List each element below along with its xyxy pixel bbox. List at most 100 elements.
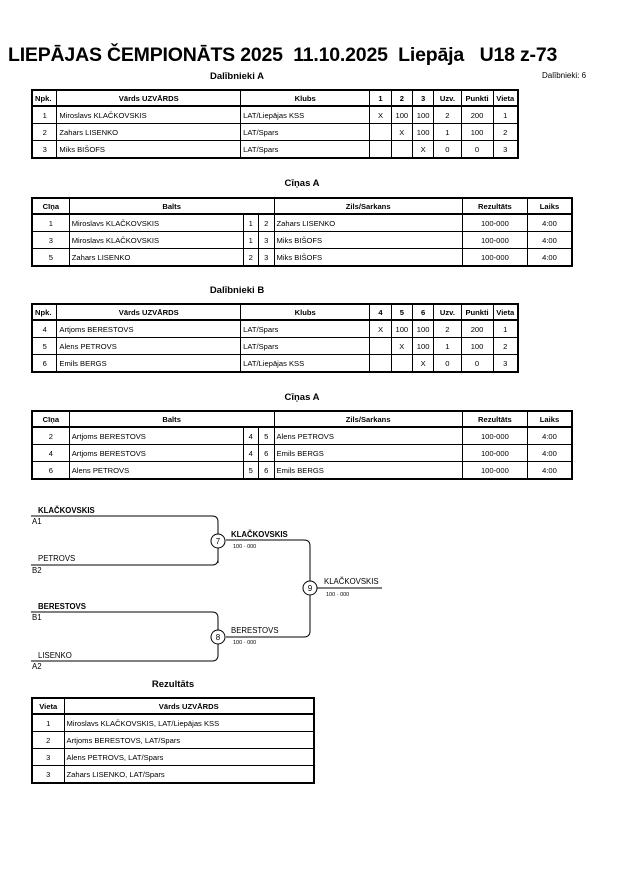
col-header: 6 [411,303,435,321]
cell-place: 2 [492,337,519,355]
cell-points: 100 [460,123,494,141]
bracket-winner: BERESTOVS [231,626,279,635]
participants-a-table: Npk. Vārds UZVĀRDS Klubs 1 2 3 Uzv. Punk… [31,89,519,159]
cell-fight: 5 [31,248,70,267]
col-header: Balts [68,410,275,428]
cell-place: 2 [492,123,519,141]
match-number: 9 [308,584,313,593]
cell-points: 0 [460,354,494,373]
cell-score: X [411,140,435,159]
cell-place: 3 [492,140,519,159]
cell-white: Miroslavs KLAČKOVSKIS [68,231,244,249]
cell-score: X [411,354,435,373]
cell-fight: 2 [31,426,70,445]
cell-result: 100-000 [461,231,528,249]
col-header: Cīņa [31,197,70,215]
table-row: 2 Zahars LISENKO LAT/Spars X 100 1 100 2 [31,123,519,141]
cell-place: 1 [31,713,65,732]
participants-b-table: Npk. Vārds UZVĀRDS Klubs 4 5 6 Uzv. Punk… [31,303,519,373]
cell-white: Zahars LISENKO [68,248,244,267]
fights-b-title: Cīņas A [284,392,320,403]
fights-b-table: Cīņa Balts Zils/Sarkans Rezultāts Laiks … [31,410,573,480]
bracket-score: 100 · 000 [233,544,256,550]
table-row: 1 Miroslavs KLAČKOVSKIS LAT/Liepājas KSS… [31,105,519,124]
cell-place: 3 [492,354,519,373]
results-title: Rezultāts [151,679,195,690]
cell-time: 4:00 [526,461,573,480]
col-header: Npk. [31,303,58,321]
bracket-name: PETROVS [38,554,75,563]
fights-a-table: Cīņa Balts Zils/Sarkans Rezultāts Laiks … [31,197,573,267]
table-row: 4 Artjoms BERESTOVS LAT/Spars X 100 100 … [31,319,519,338]
bracket-name: BERESTOVS [38,602,86,611]
cell-blue: Emils BERGS [273,444,463,462]
table-row: 3 Alens PETROVS, LAT/Spars [31,748,315,766]
cell-fight: 6 [31,461,70,480]
cell-name: Miks BIŠOFS [56,140,242,159]
cell-time: 4:00 [526,444,573,462]
cell-points: 0 [460,140,494,159]
col-header: 3 [411,89,435,107]
col-header: Uzv. [433,89,462,107]
cell-score: 100 [411,337,435,355]
col-header: Klubs [240,303,371,321]
cell-place: 3 [31,748,65,766]
participants-count: Dalībnieki: 6 [542,71,587,80]
col-header: Punkti [460,303,494,321]
page-title: LIEPĀJAS ČEMPIONĀTS 2025 11.10.2025 Liep… [8,44,558,66]
cell-place: 2 [31,731,65,749]
cell-blue: Miks BIŠOFS [273,231,463,249]
col-header: Balts [68,197,275,215]
col-header: Klubs [240,89,371,107]
cell-score: 100 [411,105,435,124]
col-header: Laiks [526,410,573,428]
col-header: Vārds UZVĀRDS [63,697,315,715]
col-header: Laiks [526,197,573,215]
bracket-name: KLAČKOVSKIS [38,506,95,515]
col-header: Vieta [492,303,519,321]
match-badge [210,533,226,549]
table-row: 4 Artjoms BERESTOVS 4 6 Emils BERGS 100-… [31,444,573,462]
table-row: 5 Zahars LISENKO 2 3 Miks BIŠOFS 100-000… [31,248,573,267]
table-row: 1 Miroslavs KLAČKOVSKIS 1 2 Zahars LISEN… [31,213,573,232]
cell-white: Alens PETROVS [68,461,244,480]
col-header: Vieta [31,697,65,715]
cell-time: 4:00 [526,231,573,249]
bracket-score: 100 · 000 [233,640,256,646]
cell-club: LAT/Spars [240,123,371,141]
bracket-line [226,539,311,630]
bracket-seed: B2 [32,566,42,575]
cell-name: Artjoms BERESTOVS, LAT/Spars [63,731,315,749]
results-table: Vieta Vārds UZVĀRDS 1 Miroslavs KLAČKOVS… [31,697,315,784]
match-number: 8 [216,633,221,642]
col-header: Rezultāts [461,410,528,428]
col-header: 2 [390,89,413,107]
bracket-line [31,515,219,563]
col-header: Uzv. [433,303,462,321]
fights-a-title: Cīņas A [284,178,320,189]
participants-b-title: Dalībnieki B [209,285,265,296]
cell-place: 3 [31,765,65,784]
cell-name: Emils BERGS [56,354,242,373]
table-row: 6 Emils BERGS LAT/Liepājas KSS X 0 0 3 [31,354,519,373]
cell-wins: 0 [433,354,462,373]
bracket-seed: A2 [32,662,42,671]
cell-place: 1 [492,319,519,338]
bracket-line [31,618,219,662]
match-badge [210,629,226,645]
cell-score: 100 [411,123,435,141]
cell-result: 100-000 [461,461,528,480]
bracket-line [31,522,219,566]
col-header: Rezultāts [461,197,528,215]
cell-npk: 6 [31,354,58,373]
table-row: 3 Miks BIŠOFS LAT/Spars X 0 0 3 [31,140,519,159]
bracket-line [31,611,219,655]
bracket-final-winner: KLAČKOVSKIS [324,577,379,586]
cell-white-no: 5 [242,461,260,480]
cell-points: 100 [460,337,494,355]
table-row: 3 Miroslavs KLAČKOVSKIS 1 3 Miks BIŠOFS … [31,231,573,249]
table-row: 2 Artjoms BERESTOVS, LAT/Spars [31,731,315,749]
cell-wins: 1 [433,123,462,141]
cell-wins: 1 [433,337,462,355]
